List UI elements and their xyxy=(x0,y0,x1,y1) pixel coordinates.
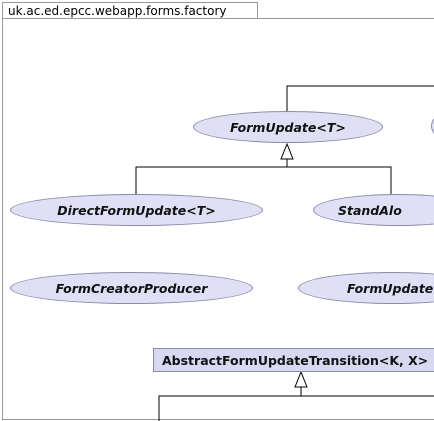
class-node-directformupdate[interactable]: DirectFormUpdate<T> xyxy=(10,194,263,226)
package-tab: uk.ac.ed.epcc.webapp.forms.factory xyxy=(2,2,258,18)
inheritance-arrowhead-abstracttransition xyxy=(294,370,308,388)
edge-directformupdate-to-formupdate xyxy=(135,166,287,194)
class-node-formcreatorproducer[interactable]: FormCreatorProducer xyxy=(10,272,253,304)
class-node-abstractformupdatetransition[interactable]: AbstractFormUpdateTransition<K, X> xyxy=(153,348,434,372)
inheritance-arrowhead-formupdate xyxy=(280,142,294,160)
edge-standalone-to-formupdate xyxy=(287,166,392,194)
class-node-formupdate[interactable]: FormUpdate<T> xyxy=(193,111,383,143)
edge-subclasses-to-abstracttransition xyxy=(158,395,434,421)
edge-from-offscreen-to-formupdate xyxy=(286,85,434,112)
